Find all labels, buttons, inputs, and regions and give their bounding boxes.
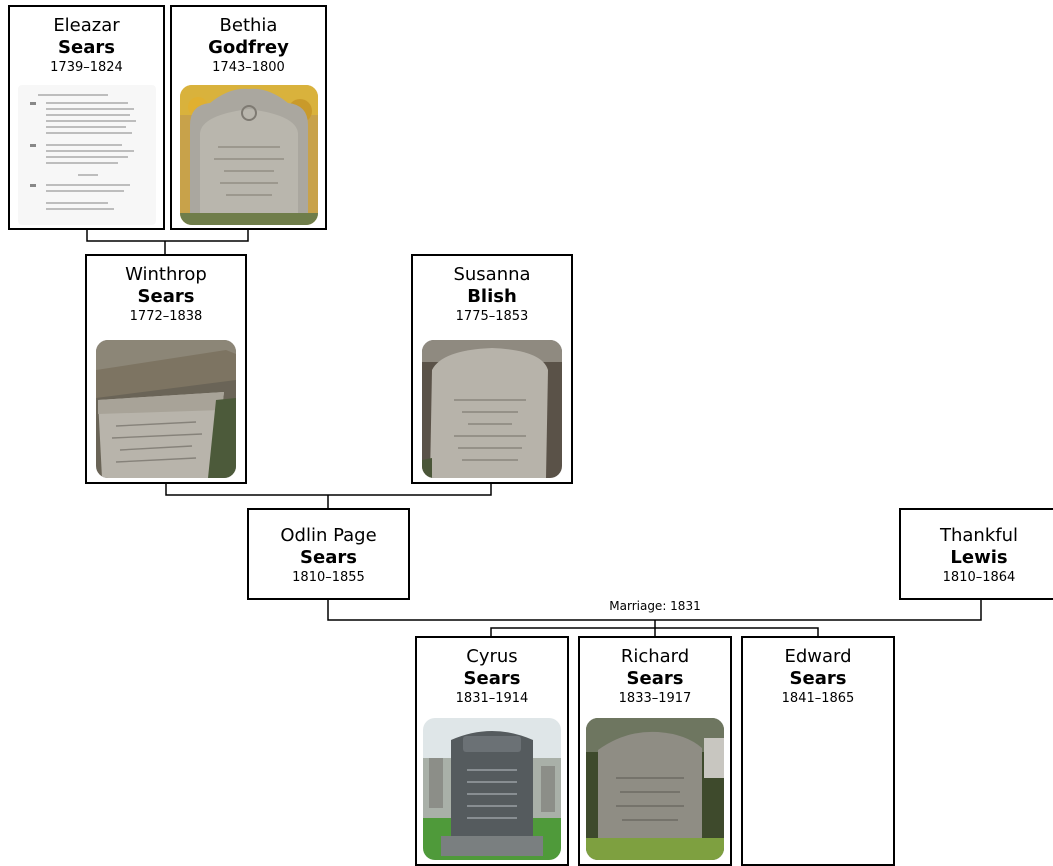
- surname: Sears: [58, 37, 115, 58]
- surname: Godfrey: [208, 37, 289, 58]
- person-card-susanna[interactable]: Susanna Blish 1775–1853: [411, 254, 573, 484]
- life-dates: 1743–1800: [212, 60, 285, 75]
- life-dates: 1772–1838: [129, 309, 203, 324]
- surname: Sears: [626, 668, 684, 689]
- person-card-richard[interactable]: Richard Sears 1833–1917: [578, 636, 732, 866]
- given-name: Winthrop: [125, 264, 207, 285]
- person-card-odlin[interactable]: Odlin Page Sears 1810–1855: [247, 508, 410, 600]
- surname: Sears: [300, 547, 357, 568]
- surname: Sears: [463, 668, 521, 689]
- surname: Sears: [137, 286, 195, 307]
- life-dates: 1841–1865: [781, 691, 855, 706]
- gravestone-photo: [179, 85, 318, 225]
- document-scan-image: [17, 85, 156, 225]
- given-name: Eleazar: [53, 15, 120, 36]
- surname: Blish: [467, 286, 517, 307]
- life-dates: 1833–1917: [618, 691, 692, 706]
- gravestone-photo: [96, 340, 236, 478]
- given-name: Bethia: [219, 15, 278, 36]
- surname: Sears: [789, 668, 847, 689]
- connector-winthrop-susanna: [165, 484, 492, 496]
- connector-eleazar-bethia: [86, 230, 249, 242]
- life-dates: 1810–1855: [292, 570, 365, 585]
- given-name: Thankful: [939, 525, 1018, 546]
- person-card-winthrop[interactable]: Winthrop Sears 1772–1838: [85, 254, 247, 484]
- given-name: Odlin Page: [280, 525, 377, 546]
- life-dates: 1810–1864: [942, 570, 1016, 585]
- life-dates: 1775–1853: [455, 309, 529, 324]
- given-name: Richard: [620, 646, 690, 667]
- person-card-cyrus[interactable]: Cyrus Sears 1831–1914: [415, 636, 569, 866]
- life-dates: 1739–1824: [50, 60, 123, 75]
- gravestone-photo: [423, 718, 561, 860]
- marriage-label: Marriage: 1831: [609, 599, 701, 613]
- given-name: Edward: [784, 646, 852, 667]
- person-card-edward[interactable]: Edward Sears 1841–1865: [741, 636, 895, 866]
- given-name: Cyrus: [466, 646, 518, 667]
- person-card-eleazar[interactable]: Eleazar Sears 1739–1824: [8, 5, 165, 230]
- surname: Lewis: [950, 547, 1008, 568]
- person-card-thankful[interactable]: Thankful Lewis 1810–1864: [899, 508, 1053, 600]
- gravestone-photo: [586, 718, 724, 860]
- person-card-bethia[interactable]: Bethia Godfrey 1743–1800: [170, 5, 327, 230]
- given-name: Susanna: [453, 264, 531, 285]
- gravestone-photo: [422, 340, 562, 478]
- life-dates: 1831–1914: [455, 691, 529, 706]
